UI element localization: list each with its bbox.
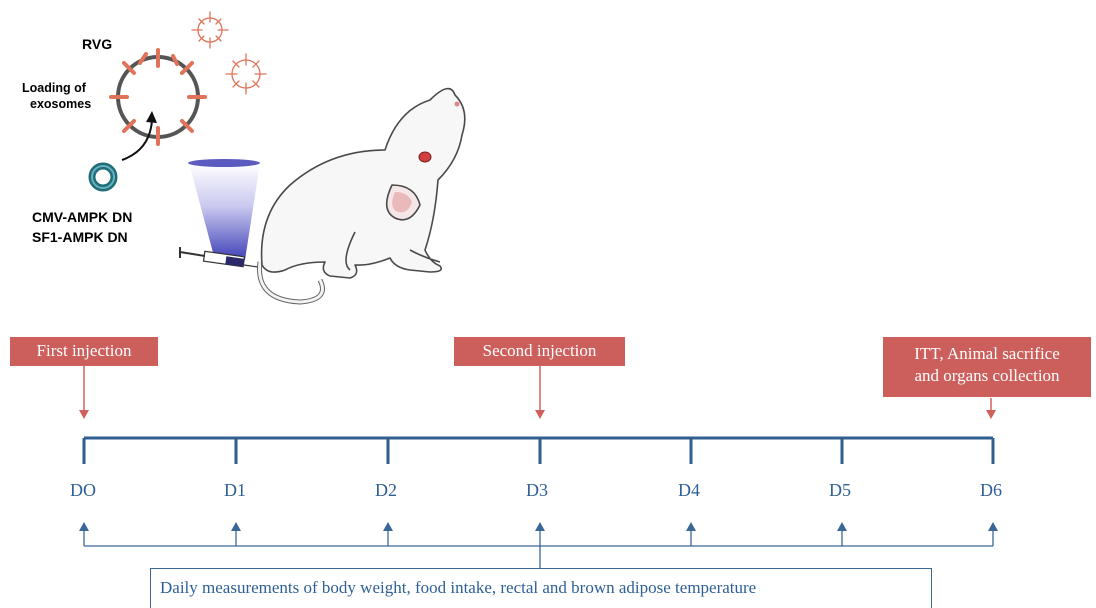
day-label: D1 bbox=[224, 480, 246, 500]
sacrifice-label-line1: ITT, Animal sacrifice bbox=[914, 344, 1060, 363]
plasmid-icon bbox=[88, 162, 118, 192]
construct-label-line2: SF1-AMPK DN bbox=[32, 229, 128, 245]
second-injection-box: Second injection bbox=[454, 337, 625, 366]
first-injection-label: First injection bbox=[36, 341, 132, 360]
loading-arrow bbox=[121, 119, 153, 161]
day-label: DO bbox=[70, 480, 96, 500]
day-label: D5 bbox=[829, 480, 851, 500]
injection-beam bbox=[189, 163, 260, 260]
sacrifice-label-line2: and organs collection bbox=[914, 366, 1060, 385]
first-injection-box: First injection bbox=[10, 337, 158, 366]
measurement-note-box: Daily measurements of body weight, food … bbox=[150, 568, 932, 608]
day-label: D4 bbox=[678, 480, 700, 500]
syringe-icon bbox=[179, 247, 259, 268]
day-label: D3 bbox=[526, 480, 548, 500]
exosome-icon bbox=[109, 48, 207, 146]
day-label: D6 bbox=[980, 480, 1002, 500]
day-label: D2 bbox=[375, 480, 397, 500]
rvg-label: RVG bbox=[82, 36, 112, 52]
sacrifice-box: ITT, Animal sacrifice and organs collect… bbox=[883, 337, 1091, 397]
construct-label-line1: CMV-AMPK DN bbox=[32, 209, 132, 225]
second-injection-label: Second injection bbox=[482, 341, 597, 360]
rat-illustration bbox=[257, 87, 466, 305]
small-exosome-icon bbox=[191, 11, 267, 95]
loading-label-line2: exosomes bbox=[30, 97, 91, 111]
loading-label-line1: Loading of bbox=[22, 81, 87, 95]
measurement-note: Daily measurements of body weight, food … bbox=[160, 578, 757, 597]
